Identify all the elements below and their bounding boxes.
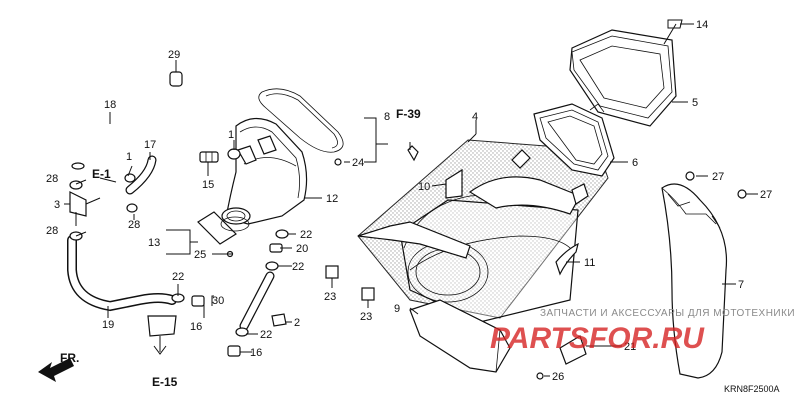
callout-27-a: 27 [712,171,724,183]
callout-21: 21 [624,341,636,353]
callout-14: 14 [696,19,708,31]
air-cleaner-case [357,139,609,323]
small-parts [69,19,747,380]
air-filter-element [569,29,677,127]
callout-28-b: 28 [128,219,140,231]
watermark-tagline: ЗАПЧАСТИ И АКСЕССУАРЫ ДЛЯ МОТОТЕХНИКИ [540,308,795,319]
callout-23-a: 23 [324,291,336,303]
gasket-band [258,88,344,153]
callout-1-b: 1 [228,129,234,141]
reference-codes: E-1 E-15 F-39 FR. [60,107,421,389]
callout-28-a: 28 [46,173,58,185]
callout-5: 5 [692,97,698,109]
leader-lines [64,23,758,377]
seal-plate [197,211,250,245]
callout-26: 26 [552,371,564,383]
callout-2: 2 [294,317,300,329]
callout-16-upper: 16 [190,321,202,333]
callout-25: 25 [194,249,206,261]
callout-20: 20 [296,243,308,255]
drain-tube-30 [239,271,275,331]
ref-front: FR. [60,351,79,365]
callout-11: 11 [584,257,595,269]
callout-13: 13 [148,237,160,249]
ref-f39: F-39 [396,107,421,121]
joint-3 [69,191,101,226]
callout-27-b: 27 [760,189,772,201]
callout-16-lower: 16 [250,347,262,359]
callout-4: 4 [472,111,478,123]
callout-18: 18 [104,99,116,111]
ref-e1: E-1 [92,167,111,181]
callout-19: 19 [102,319,114,331]
callout-3: 3 [54,199,60,211]
front-arrow-icon [38,358,74,382]
hose-17 [125,155,157,195]
side-cover [661,183,728,379]
case-bracket-plate [357,221,471,259]
watermark-logo: PARTSFOR.RU [490,322,705,355]
callout-30: 30 [212,295,224,307]
callout-10: 10 [418,181,430,193]
callout-22-b: 22 [292,261,304,273]
callout-9: 9 [394,303,400,315]
callout-1-a: 1 [126,151,132,163]
callout-22-c: 22 [172,271,184,283]
element-holder [533,103,615,177]
callout-6: 6 [632,157,638,169]
callout-24: 24 [352,157,364,169]
callout-22-d: 22 [260,329,272,341]
breather-hose-18 [71,84,166,170]
callout-23-b: 23 [360,311,372,323]
callout-17: 17 [144,139,156,151]
callout-7: 7 [738,279,744,291]
callout-12: 12 [326,193,338,205]
watermark: ЗАПЧАСТИ И АКСЕССУАРЫ ДЛЯ МОТОТЕХНИКИ PA… [490,308,795,355]
callout-29: 29 [168,49,180,61]
drain-hose-19 [67,235,177,312]
callout-labels: 4 5 6 7 8 9 10 11 12 13 14 15 16 16 17 1… [46,19,772,383]
callout-15: 15 [202,179,214,191]
callout-28-c: 28 [46,225,58,237]
callout-8: 8 [384,111,390,123]
diagram-code: KRN8F2500A [724,384,780,394]
ref-e15: E-15 [152,375,178,389]
lower-duct [409,299,511,373]
connecting-tube [221,117,308,225]
callout-22-a: 22 [300,229,312,241]
